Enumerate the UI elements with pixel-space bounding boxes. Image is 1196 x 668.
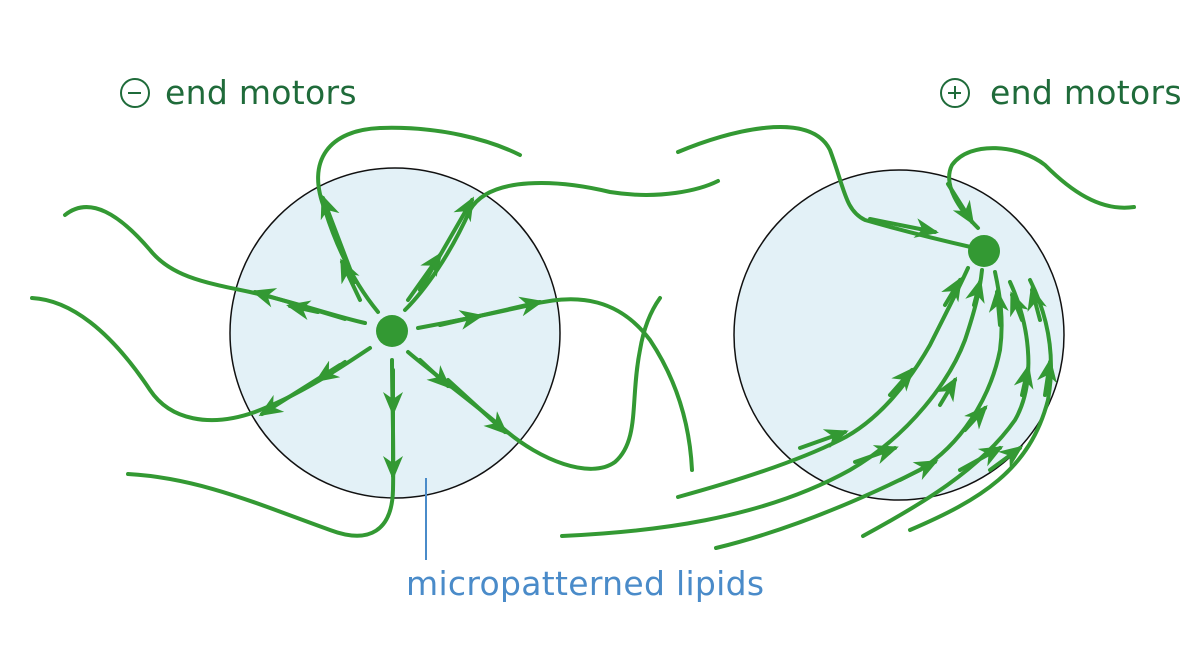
- plus-end-focus-dot: [968, 235, 1000, 267]
- filament-right-3: [676, 266, 970, 499]
- filament-right-6: [861, 280, 1031, 538]
- micropatterned-lipids-label: micropatterned lipids: [406, 564, 765, 603]
- minus-end-motors-label: end motors: [165, 73, 357, 112]
- circled-plus-icon: [940, 78, 970, 108]
- circled-minus-icon: [120, 78, 150, 108]
- minus-end-center-dot: [376, 315, 408, 347]
- plus-end-motors-label: end motors: [990, 73, 1182, 112]
- filament-right-7: [908, 278, 1053, 532]
